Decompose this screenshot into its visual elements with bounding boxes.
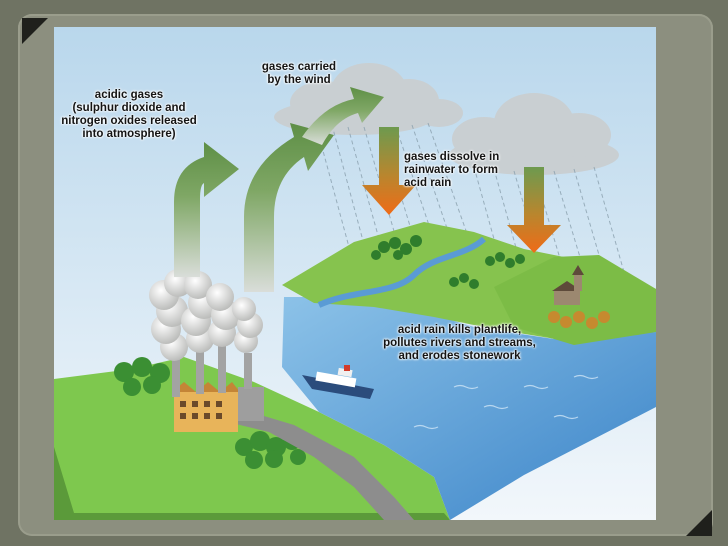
road xyxy=(219,413,414,520)
smoke-plumes xyxy=(149,269,263,361)
acid-rain-arrows xyxy=(362,127,561,253)
trees-autumn xyxy=(548,311,610,329)
diagram-illustration xyxy=(54,27,656,520)
label-gases-carried: gases carried by the wind xyxy=(261,61,337,86)
label-acidic-gases: acidic gases (sulphur dioxide and nitrog… xyxy=(61,89,197,140)
label-acid-rain-kills: acid rain kills plantlife, pollutes rive… xyxy=(383,324,536,362)
river xyxy=(317,236,487,308)
church xyxy=(552,265,584,305)
ship xyxy=(302,365,374,399)
label-gases-dissolve: gases dissolve in rainwater to form acid… xyxy=(404,151,500,189)
water-ripples xyxy=(413,374,599,430)
river-water xyxy=(282,297,656,520)
acid-rain-diagram: acidic gases (sulphur dioxide and nitrog… xyxy=(54,27,656,520)
cloud-right xyxy=(449,93,619,175)
corner-decoration-bottom xyxy=(686,510,712,536)
corner-decoration xyxy=(22,18,48,44)
rising-gas-arrows xyxy=(174,87,384,292)
factory xyxy=(172,345,264,432)
cloud-left xyxy=(274,63,463,135)
trees-hill xyxy=(371,235,525,289)
